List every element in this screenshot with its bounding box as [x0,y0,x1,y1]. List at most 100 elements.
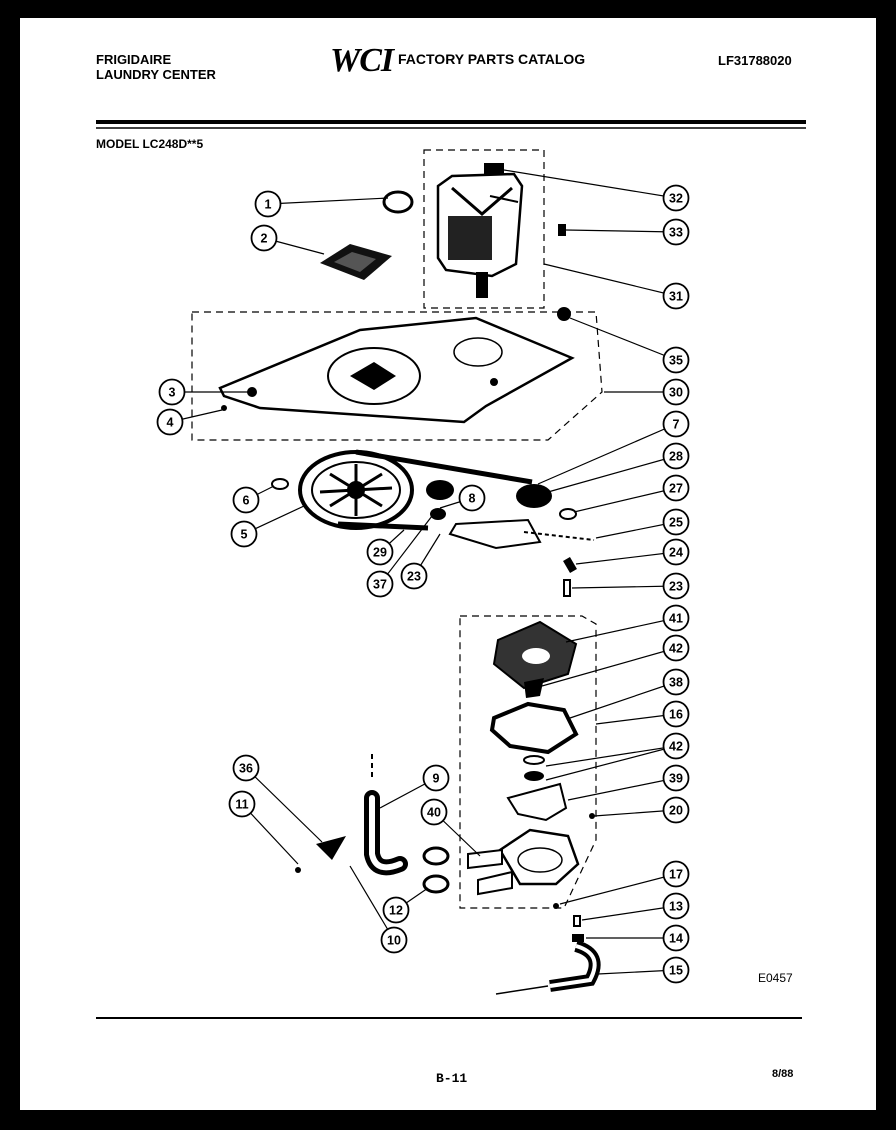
leader-c42b [545,745,677,767]
callout-circle [380,926,408,954]
leader-c10 [349,865,395,941]
callout-c35: 35 [662,346,690,374]
callout-number: 15 [669,964,683,978]
leader-c35 [569,317,677,361]
leader-c27 [573,487,677,513]
callout-number: 3 [169,386,176,400]
callout-circle [662,956,690,984]
callout-number: 25 [669,516,683,530]
callout-c25: 25 [662,508,690,536]
callout-c5: 5 [230,520,258,548]
callout-number: 17 [669,868,683,882]
leader-c41 [565,617,677,643]
callout-number: 33 [669,226,683,240]
callout-c20: 20 [662,796,690,824]
callout-c2: 2 [250,224,278,252]
callout-circle [158,378,186,406]
callout-number: 37 [373,578,387,592]
callout-c42b: 42 [662,732,690,760]
callout-circle [662,668,690,696]
callout-c14: 14 [662,924,690,952]
part-1-2 [320,190,414,280]
callout-number: 7 [673,418,680,432]
callout-number: 30 [669,386,683,400]
callout-c4: 4 [156,408,184,436]
callout-c23a: 23 [400,562,428,590]
callout-circle [254,190,282,218]
model-label: MODEL LC248D**5 [96,137,204,151]
pump-assembly [459,615,597,909]
callout-number: 23 [407,570,421,584]
leader-c32 [503,169,677,199]
callout-circle [662,924,690,952]
callout-number: 5 [241,528,248,542]
callout-number: 8 [469,492,476,506]
base-plate-assembly [191,307,603,441]
leader-c36 [245,767,323,843]
callout-circle [662,796,690,824]
callout-number: 14 [669,932,683,946]
callout-circle [232,754,260,782]
revision-date: 8/88 [772,1068,794,1080]
callout-circle [662,892,690,920]
callout-number: 2 [261,232,268,246]
callout-circle [662,764,690,792]
callout-c6: 6 [232,486,260,514]
callout-number: 35 [669,354,683,368]
callout-number: 42 [669,740,683,754]
pulley-belt-assembly [271,449,595,597]
callout-c7: 7 [662,410,690,438]
callout-c17: 17 [662,860,690,888]
callout-number: 20 [669,804,683,818]
leader-c31 [543,263,677,297]
callout-circle [662,604,690,632]
brand-block: FRIGIDAIRE LAUNDRY CENTER [96,52,216,82]
callout-c29: 29 [366,538,394,566]
callout-circle [662,218,690,246]
wci-logo: WCI [330,42,394,79]
leader-c33 [565,229,677,233]
header-rules [96,120,806,1019]
callout-c9: 9 [422,764,450,792]
callout-circle [662,732,690,760]
callout-circle [662,538,690,566]
callout-number: 23 [669,580,683,594]
callout-circle [400,562,428,590]
leader-c42b-secondary [545,745,677,781]
callout-c1: 1 [254,190,282,218]
callout-number: 31 [669,290,683,304]
callout-c23b: 23 [662,572,690,600]
brand-name: FRIGIDAIRE [96,52,172,67]
callout-number: 12 [389,904,403,918]
callout-c39: 39 [662,764,690,792]
callout-circle [662,508,690,536]
callout-c16: 16 [662,700,690,728]
catalog-number: LF31788020 [718,53,792,68]
callout-c38: 38 [662,668,690,696]
callout-number: 42 [669,642,683,656]
leader-c24 [575,551,677,565]
callout-number: 13 [669,900,683,914]
leader-c13 [581,905,677,921]
hoses-and-clamps [295,754,601,995]
callout-circle [662,474,690,502]
callout-circle [366,538,394,566]
product-line: LAUNDRY CENTER [96,67,216,82]
leader-c28 [547,455,677,493]
callout-circle [156,408,184,436]
exploded-parts-diagram: 1234567891011121314151617202323242527282… [96,120,806,1019]
callout-c37: 37 [366,570,394,598]
callout-c33: 33 [662,218,690,246]
callout-number: 16 [669,708,683,722]
leader-c42a [541,647,677,687]
leader-c16 [595,713,677,725]
leader-c17 [559,873,677,905]
callout-number: 29 [373,546,387,560]
callout-circle [662,860,690,888]
callout-c24: 24 [662,538,690,566]
callout-c11: 11 [228,790,256,818]
callout-circle [662,410,690,438]
callout-number: 36 [239,762,253,776]
